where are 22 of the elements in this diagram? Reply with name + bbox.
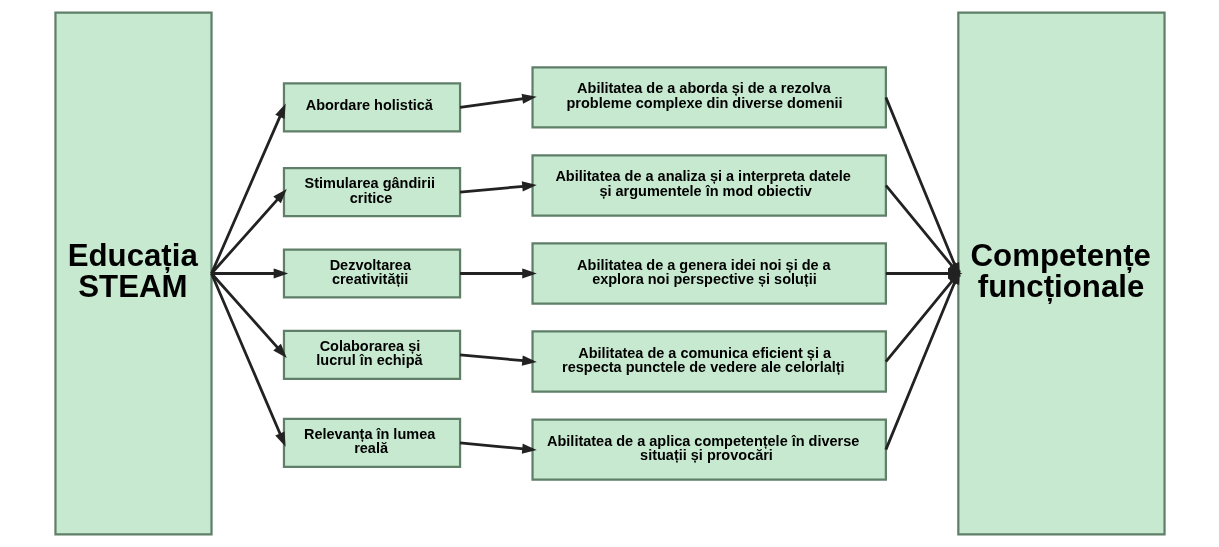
node-box: Abilitatea de a analiza și a interpreta datele și argumentele în mod obiectiv [530,154,887,217]
node-box: Educația STEAM [53,11,213,536]
node-box: Abilitatea de a aborda și de a rezolva probleme complexe din diverse domenii [530,66,887,129]
arrow [459,181,537,194]
node-box: Relevanța în lumea reală [282,417,461,468]
arrow [209,272,287,359]
node-box: Abordare holistică [282,82,461,133]
arrow [211,268,288,279]
node-box: Abilitatea de a genera idei noi și de a explora noi perspective și soluții [530,242,887,305]
arrow [209,103,286,275]
node-box: Abilitatea de a comunica eficient și a respecta punctele de vedere ale celorlalți [530,330,887,393]
node-box: Competențe funcționale [956,11,1166,536]
node-box: Stimularea gândirii critice [282,167,461,218]
node-box: Abilitatea de a aplica competențele în diverse situații și provocări [530,418,887,481]
arrow [459,353,537,366]
arrow [459,441,537,454]
node-box: Dezvoltarea creativității [282,248,461,299]
arrow [209,272,286,447]
arrow [209,188,287,275]
node-box: Colaborarea și lucrul în echipă [282,329,461,380]
arrow [459,268,537,279]
arrow [459,93,537,109]
